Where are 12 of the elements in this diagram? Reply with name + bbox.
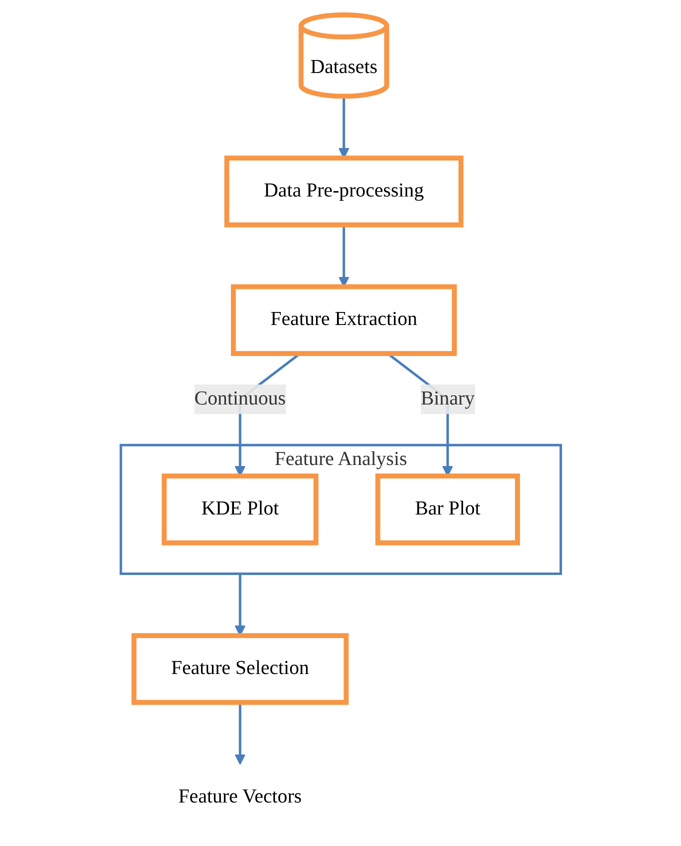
node-label: Feature Extraction bbox=[270, 309, 417, 330]
node-label: Datasets bbox=[310, 56, 378, 78]
node-label: KDE Plot bbox=[200, 498, 278, 520]
edge-label: Binary bbox=[420, 384, 474, 414]
group-frame bbox=[119, 444, 562, 575]
edge-label: Continuous bbox=[194, 384, 286, 414]
node-label: Feature Selection bbox=[170, 658, 309, 679]
group-title: Feature Analysis bbox=[274, 448, 407, 470]
node-label: Data Pre-processing bbox=[264, 180, 424, 202]
arrow bbox=[234, 702, 246, 765]
node-label: Bar Plot bbox=[414, 498, 480, 520]
text-label: Feature Vectors bbox=[178, 786, 302, 808]
